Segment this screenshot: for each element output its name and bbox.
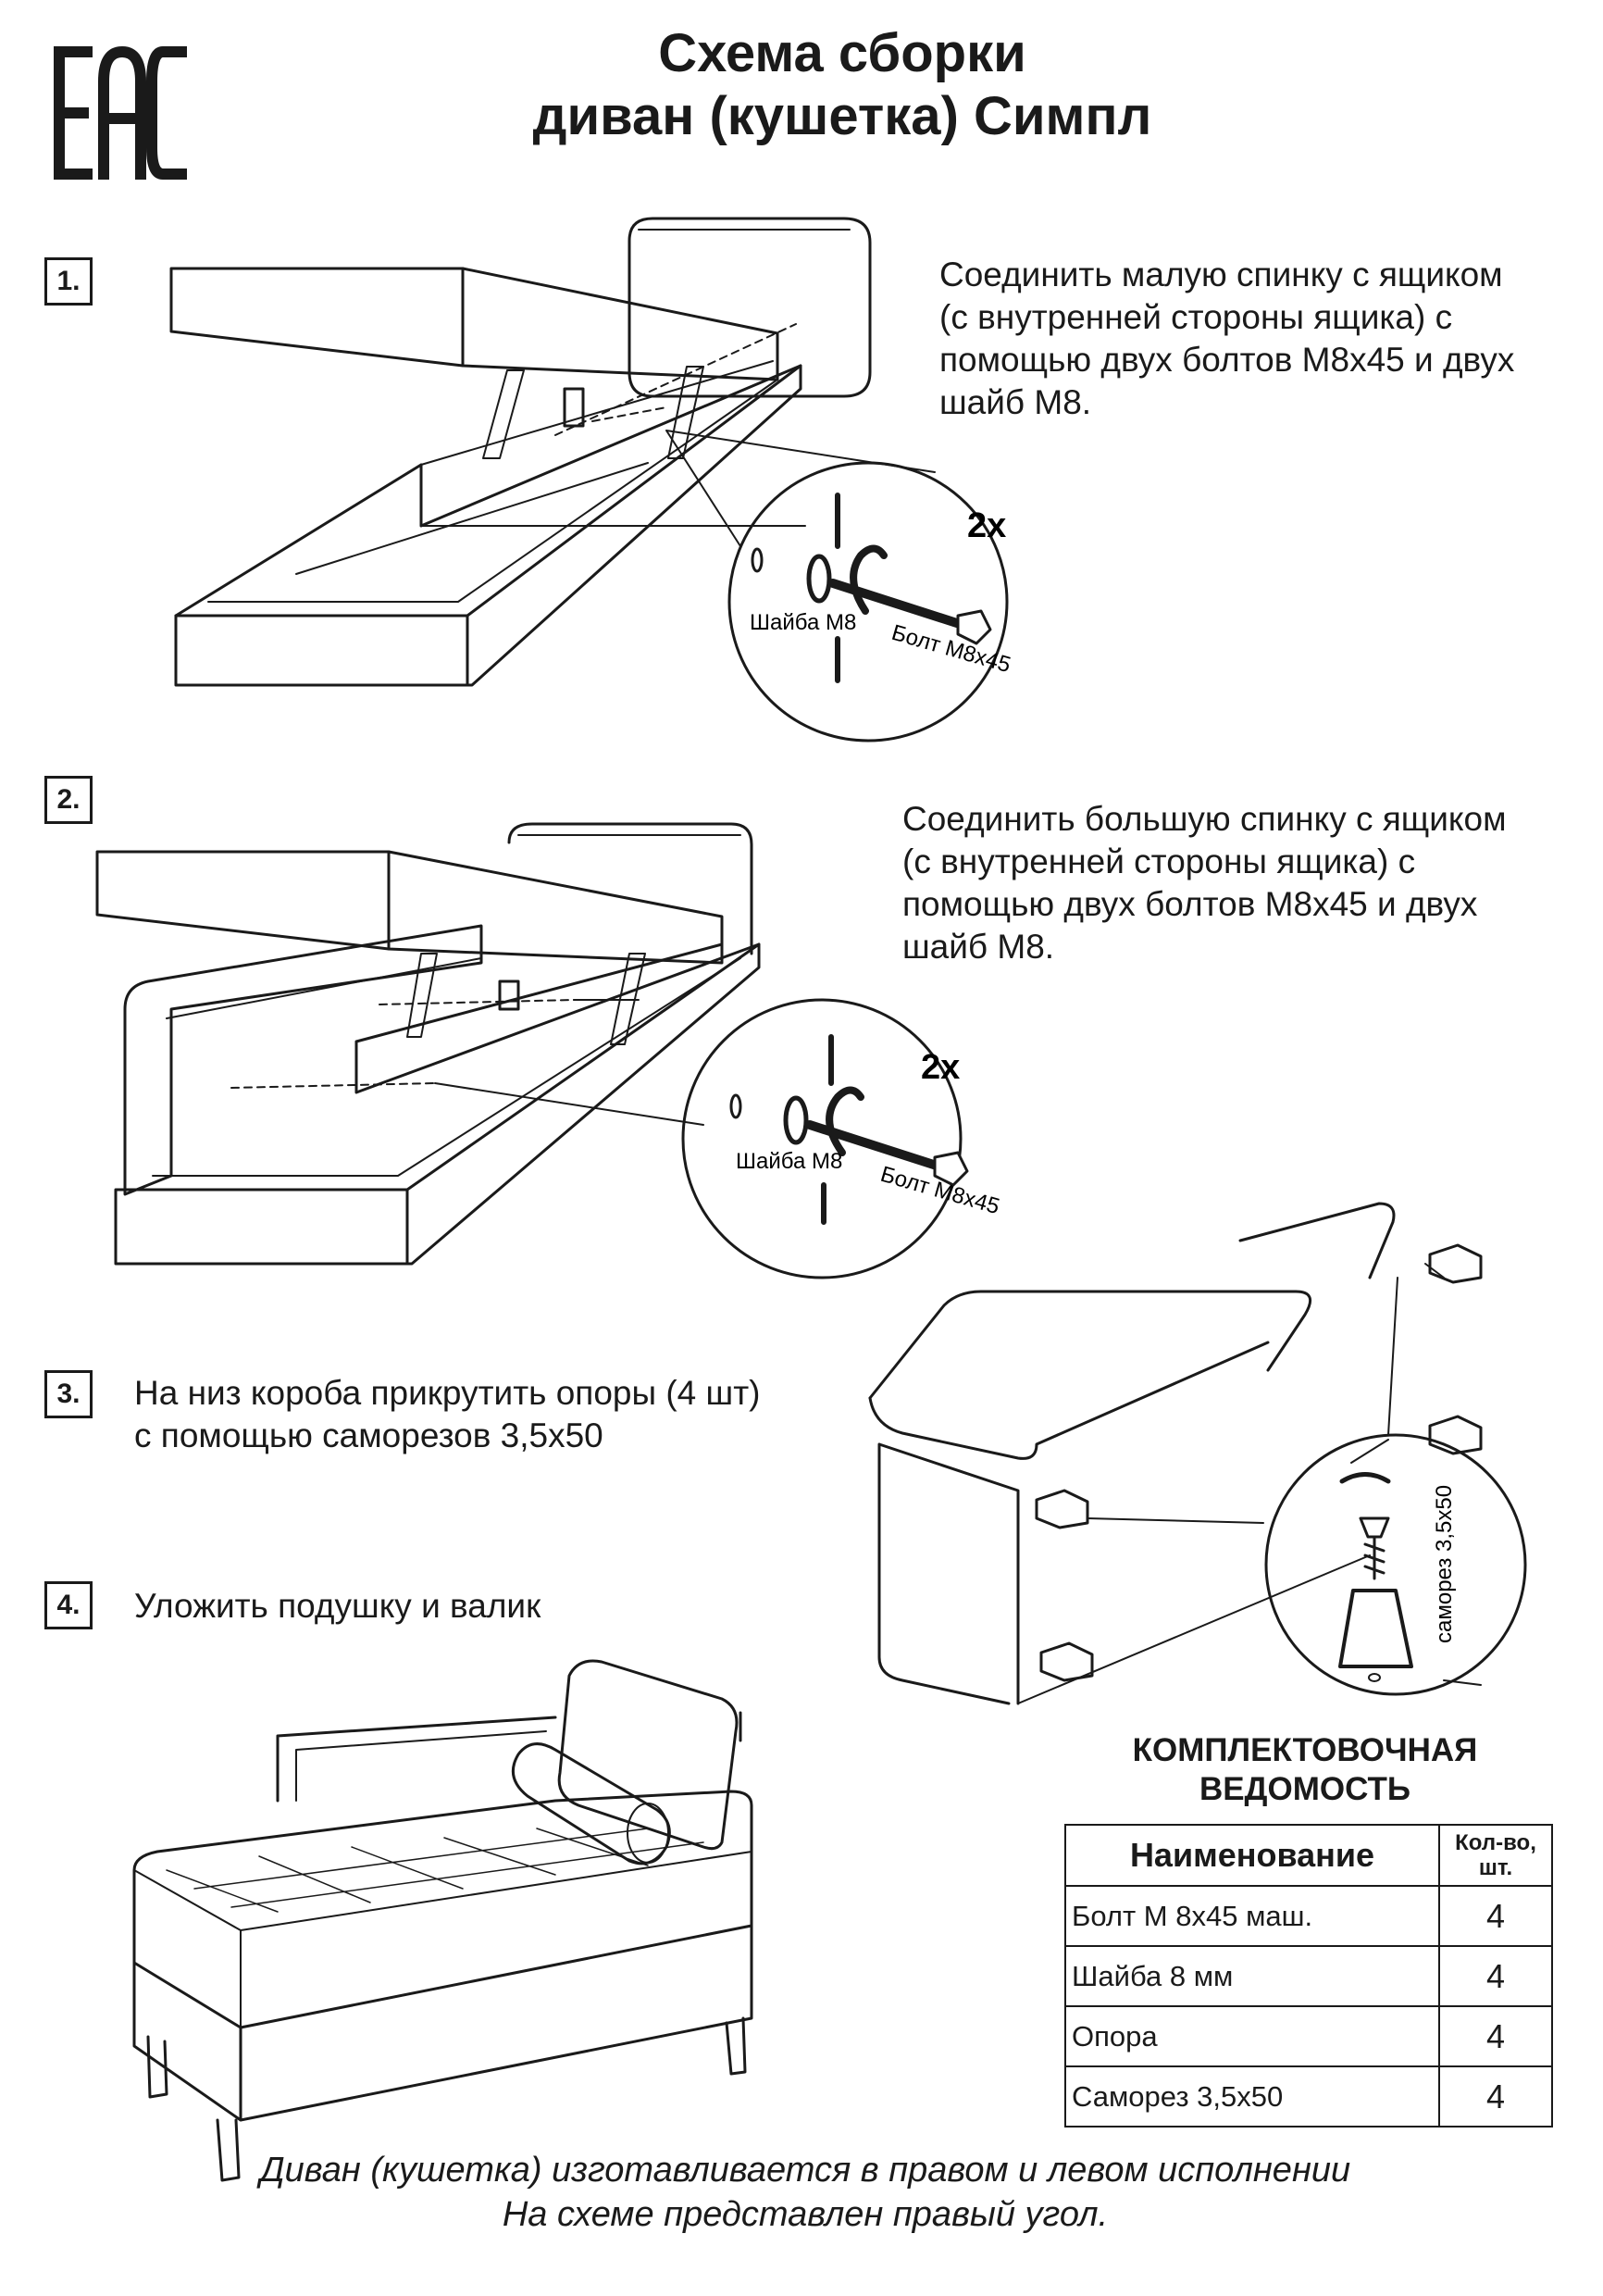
box-lid [169,267,779,381]
step-2-drawing [95,822,969,1279]
seat-tufting [166,1828,704,1913]
step-1-instruction: Соединить малую спинку с ящиком (с внутр… [939,254,1514,424]
box-lid [95,850,724,965]
step-1-drawing [169,217,1009,742]
screw-head [1359,1516,1390,1539]
item-qty: 4 [1438,1885,1553,1947]
box-top [868,1290,1312,1400]
sofa-base [132,1924,753,2122]
small-backrest [628,217,872,398]
column-header-qty: Кол-во, шт. [1438,1824,1553,1887]
step-3-screw-label: саморез 3,5х50 [1432,1485,1457,1643]
instruction-line: На низ короба прикрутить опоры (4 шт) [134,1374,761,1412]
sofa-back-frame [276,1711,742,1803]
eac-logo [54,44,193,183]
support-leg [1039,1641,1094,1682]
step-1-count: 2x [967,506,1006,545]
instruction-line: с помощью саморезов 3,5х50 [134,1416,603,1454]
support-leg [1035,1489,1089,1529]
box-front [877,1442,1020,1705]
instruction-line: помощью двух болтов М8х45 и двух [902,885,1478,923]
qty-header-line-1: Кол-во, [1455,1830,1536,1855]
vedomost-title: КОМПЛЕКТОВОЧНАЯ ВЕДОМОСТЬ [1092,1731,1518,1809]
item-name: Шайба 8 мм [1064,1945,1440,2007]
title-line-2: диван (кушетка) Симпл [532,86,1152,146]
step-2-washer-label: Шайба М8 [736,1149,842,1174]
step-1-detail-circle [727,461,1009,742]
lift-mechanism [482,366,704,459]
instruction-line: шайб М8. [939,383,1092,421]
sofa-seat [132,1790,753,2029]
table-row: Опора 4 [1064,2005,1553,2067]
step-4-number: 4. [44,1581,93,1629]
mount-bracket [498,980,520,1011]
support-leg [1428,1243,1483,1284]
instruction-line: Уложить подушку и валик [134,1587,541,1625]
item-qty: 4 [1438,2005,1553,2067]
item-qty: 4 [1438,2065,1553,2128]
step-1-number: 1. [44,257,93,306]
step-2-number: 2. [44,776,93,824]
lift-mechanism [406,953,646,1045]
step-1-washer-label: Шайба М8 [750,610,856,635]
step-3-detail-circle [1264,1433,1527,1696]
vedomost-table: Наименование Кол-во, шт. Болт М 8х45 маш… [1064,1824,1553,2128]
side-armrest [123,924,483,1196]
instruction-line: шайб М8. [902,928,1055,966]
table-row: Болт М 8х45 маш. 4 [1064,1885,1553,1947]
step-1-bolt-label: Болт М8х45 [888,620,1013,678]
item-name: Опора [1064,2005,1440,2067]
item-qty: 4 [1438,1945,1553,2007]
item-name: Саморез 3,5х50 [1064,2065,1440,2128]
sofa-legs [146,2016,747,2182]
footer-note: Диван (кушетка) изготавливается в правом… [139,2148,1472,2237]
step-3-number: 3. [44,1370,93,1418]
table-row: Шайба 8 мм 4 [1064,1945,1553,2007]
instruction-line: (с внутренней стороны ящика) с [902,842,1416,880]
instruction-line: Соединить большую спинку с ящиком [902,800,1507,838]
column-header-name: Наименование [1064,1824,1440,1887]
step-1-bolt-washer [751,493,992,683]
page-title: Схема сборки диван (кушетка) Симпл [352,22,1333,148]
step-4-drawing [132,1659,753,2182]
step-3-screw-detail [1338,1472,1413,1682]
step-2-count: 2x [921,1048,960,1087]
step-2-detail-circle [681,998,963,1279]
instruction-line: (с внутренней стороны ящика) с [939,298,1453,336]
support-leg [1428,1415,1483,1455]
table-header-row: Наименование Кол-во, шт. [1064,1824,1553,1887]
footer-line-1: Диван (кушетка) изготавливается в правом… [259,2151,1351,2190]
title-line-1: Схема сборки [658,23,1026,83]
big-backrest [507,822,753,955]
storage-box [114,942,761,1266]
step-3-drawing [868,1202,1527,1705]
step-4-instruction: Уложить подушку и валик [134,1585,541,1628]
footer-line-2: На схеме представлен правый угол. [502,2195,1109,2234]
back-cushion [557,1659,739,1851]
qty-header-line-2: шт. [1478,1855,1513,1880]
cushion-edge [868,1341,1270,1460]
instruction-line: помощью двух болтов М8х45 и двух [939,341,1515,379]
step-3-instruction: На низ короба прикрутить опоры (4 шт) с … [134,1372,760,1457]
bolt-head [933,1151,969,1187]
step-2-instruction: Соединить большую спинку с ящиком (с вну… [902,798,1507,968]
instruction-line: Соединить малую спинку с ящиком [939,256,1503,293]
eac-logo-mark [54,45,187,180]
mount-bracket [563,387,585,428]
vedomost-title-line-1: КОМПЛЕКТОВОЧНАЯ [1132,1732,1478,1768]
table-row: Саморез 3,5х50 4 [1064,2065,1553,2128]
vedomost-title-line-2: ВЕДОМОСТЬ [1199,1771,1411,1807]
support-leg-detail [1338,1589,1413,1668]
screw-thread [1363,1535,1386,1580]
item-name: Болт М 8х45 маш. [1064,1885,1440,1947]
bolt-head [956,609,992,645]
step-2-bolt-washer [729,1034,969,1225]
